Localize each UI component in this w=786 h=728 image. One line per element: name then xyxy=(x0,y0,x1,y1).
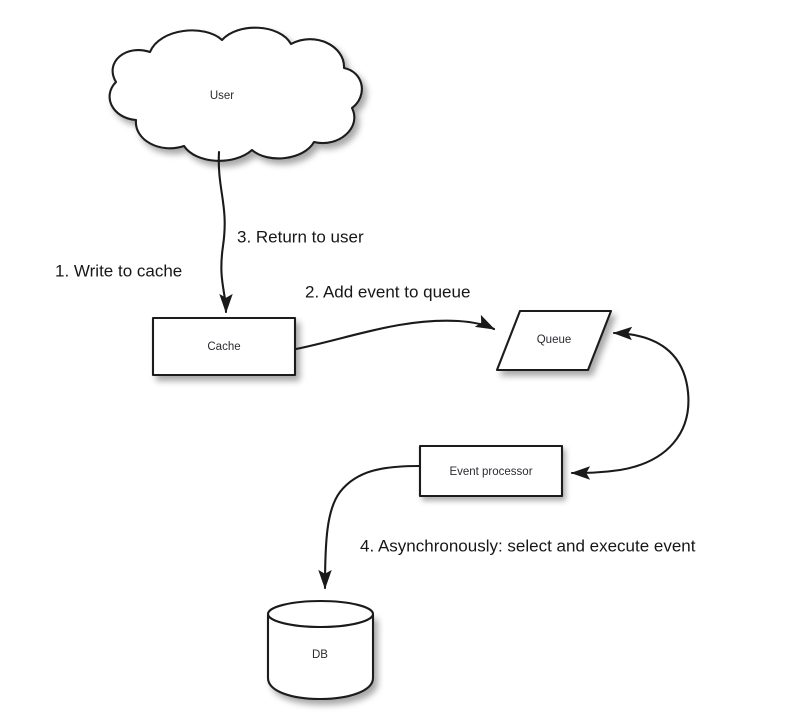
step-label-3: 3. Return to user xyxy=(237,227,364,246)
node-label-cache: Cache xyxy=(207,341,240,353)
node-db[interactable]: DB xyxy=(266,599,375,701)
edge-user-to-cache xyxy=(217,150,233,314)
node-label-db: DB xyxy=(312,649,328,661)
step-label-2: 2. Add event to queue xyxy=(305,282,470,301)
node-event-processor[interactable]: Event processor xyxy=(418,444,564,498)
step-label-1: 1. Write to cache xyxy=(55,261,182,280)
node-queue[interactable]: Queue xyxy=(495,309,613,372)
node-cache[interactable]: Cache xyxy=(151,316,297,377)
cloud-shape xyxy=(108,26,363,162)
edge-cache-to-queue xyxy=(294,314,496,351)
cache-box xyxy=(151,316,297,377)
edge-event-processor-to-db xyxy=(318,464,421,590)
node-label-event-processor: Event processor xyxy=(449,466,532,478)
event-processor-box xyxy=(418,444,564,498)
edge-queue-event-processor xyxy=(570,326,690,480)
node-label-queue: Queue xyxy=(537,334,572,346)
step-label-4: 4. Asynchronously: select and execute ev… xyxy=(360,536,696,555)
node-label-user: User xyxy=(210,90,234,102)
db-cylinder-body xyxy=(266,613,375,701)
node-user[interactable]: User xyxy=(108,26,363,162)
db-cylinder-top xyxy=(266,599,375,629)
